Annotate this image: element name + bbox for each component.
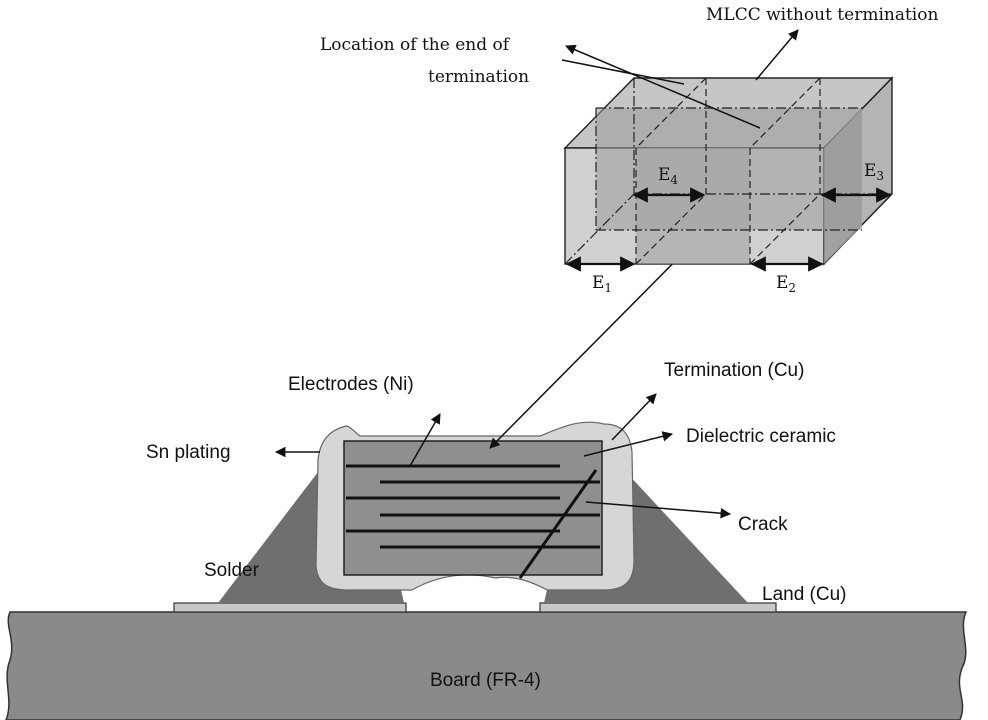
termination-end-arrow-b — [561, 59, 685, 85]
crack-label: Crack — [738, 514, 788, 535]
box-right-end-shade — [824, 108, 862, 264]
land-left — [173, 602, 407, 613]
board-body — [5, 611, 968, 720]
mlcc-3d-box: E1 E2 E3 E4 — [563, 76, 894, 295]
mlcc-without-termination-label: MLCC without termination — [706, 5, 938, 25]
dielectric-ceramic-body — [343, 440, 603, 576]
termination-label: Termination (Cu) — [664, 360, 804, 381]
land-right — [539, 602, 777, 613]
crack-arrow — [585, 501, 732, 519]
land-label: Land (Cu) — [762, 584, 847, 605]
e1-label: E1 — [592, 273, 612, 295]
sn-plating-label: Sn plating — [146, 442, 231, 463]
electrodes — [346, 464, 600, 549]
crack-line — [518, 469, 598, 579]
e2-label: E2 — [776, 273, 796, 295]
electrodes-label: Electrodes (Ni) — [288, 374, 414, 395]
termination-end-arrow-a — [565, 44, 761, 129]
e3-label: E3 — [864, 161, 884, 183]
solder-label: Solder — [204, 560, 260, 581]
termination-end-label-line2: termination — [428, 67, 529, 87]
electrodes-arrow — [409, 413, 441, 467]
board: Board (FR-4) — [5, 611, 968, 720]
e4-label: E4 — [658, 165, 678, 187]
termination-arrow — [611, 393, 657, 441]
dielectric-label: Dielectric ceramic — [686, 426, 836, 447]
termination-end-label-line1: Location of the end of — [320, 35, 511, 55]
dielectric-arrow — [583, 431, 674, 457]
board-label: Board (FR-4) — [430, 670, 541, 691]
mlcc-without-termination-arrow — [755, 29, 799, 81]
solder-fillet-left — [218, 472, 404, 603]
solder-fillet-right — [544, 472, 748, 603]
